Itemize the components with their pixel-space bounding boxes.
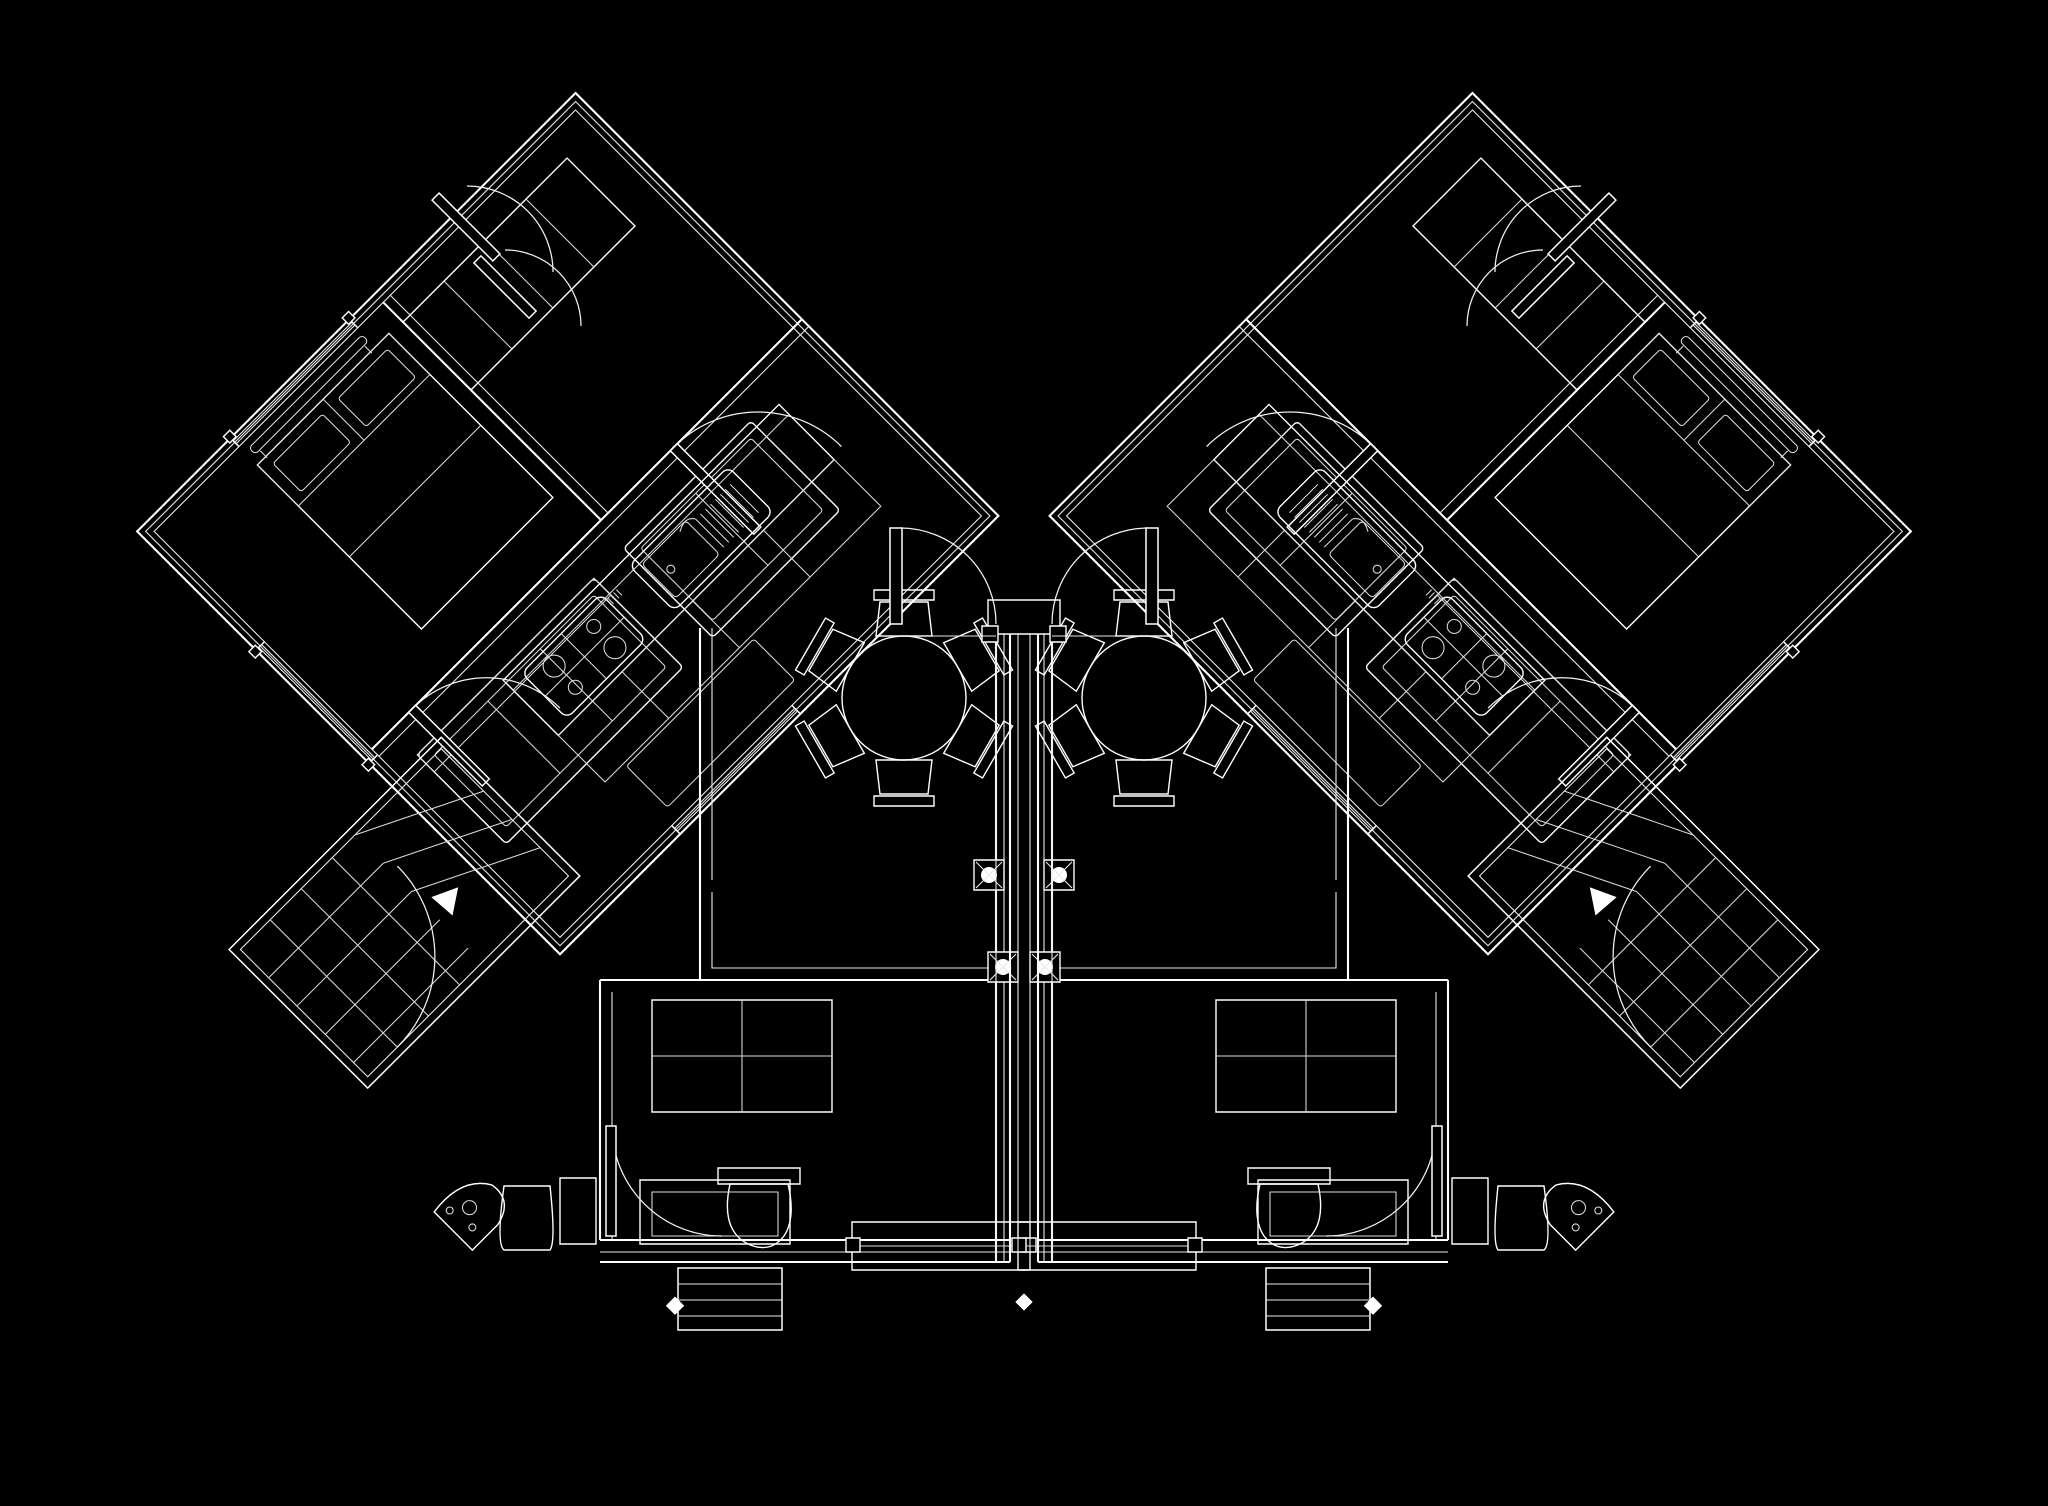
left-bathroom — [433, 1000, 832, 1250]
right-kitchen — [1167, 404, 1545, 782]
right-wing-window-top — [1687, 312, 1825, 450]
right-coffee-table — [1253, 639, 1421, 807]
right-sofa-three-seat — [1365, 578, 1631, 844]
right-double-bed — [1495, 333, 1791, 629]
left-bath — [652, 1000, 832, 1112]
right-porch-door-1 — [1495, 186, 1616, 272]
left-sofa-two-seat — [624, 421, 840, 637]
left-wc — [718, 1168, 800, 1248]
left-entrance-steps — [678, 1268, 782, 1330]
left-wing-window-top — [223, 312, 361, 450]
right-entrance-steps — [1266, 1268, 1370, 1330]
right-bath — [1216, 1000, 1396, 1112]
left-coffee-table — [626, 639, 794, 807]
right-kitchen-base-units — [1167, 460, 1489, 782]
right-bathroom — [1216, 1000, 1615, 1250]
centre-bottom-threshold — [1015, 1293, 1033, 1311]
left-wing-window-left — [249, 639, 381, 771]
left-wing-rotated — [129, 89, 999, 959]
left-sofa-three-seat — [417, 578, 683, 844]
right-kitchen-hob — [1392, 584, 1526, 718]
right-wing-window-left — [1667, 639, 1799, 771]
right-node-markers — [974, 860, 1383, 1315]
right-core-walls — [1038, 628, 1448, 1262]
left-node-markers — [665, 860, 1074, 1315]
right-corner-basin — [1533, 1168, 1615, 1250]
right-sofa-two-seat — [1208, 421, 1424, 637]
left-porch-door-2 — [474, 250, 581, 326]
right-porch-door-2 — [1467, 250, 1574, 326]
right-staircase — [1468, 737, 1819, 1088]
left-porch-door-1 — [432, 186, 553, 272]
right-bottom-door — [1326, 1126, 1442, 1236]
left-bottom-door — [606, 1126, 722, 1236]
right-dining-chair — [1035, 590, 1252, 806]
left-double-bed — [257, 333, 553, 629]
entrance-door-right — [1052, 528, 1158, 624]
central-party-wall — [982, 600, 1066, 1262]
right-wc — [1248, 1168, 1330, 1248]
unit-right — [974, 89, 1919, 1330]
kitchen-sink — [629, 467, 773, 611]
right-kitchen-sink — [1275, 467, 1419, 611]
right-dining-set — [1035, 590, 1252, 806]
right-wing-window-bottom — [1248, 705, 1377, 834]
kitchen-base-units — [558, 460, 880, 782]
left-corner-basin — [433, 1168, 515, 1250]
left-wing-window-bottom — [672, 705, 801, 834]
kitchen-hob — [522, 584, 656, 718]
left-staircase — [229, 737, 580, 1088]
left-core-walls — [600, 628, 1010, 1262]
entrance-door-left — [890, 528, 996, 624]
left-kitchen — [503, 404, 881, 782]
unit-left — [129, 89, 1074, 1330]
